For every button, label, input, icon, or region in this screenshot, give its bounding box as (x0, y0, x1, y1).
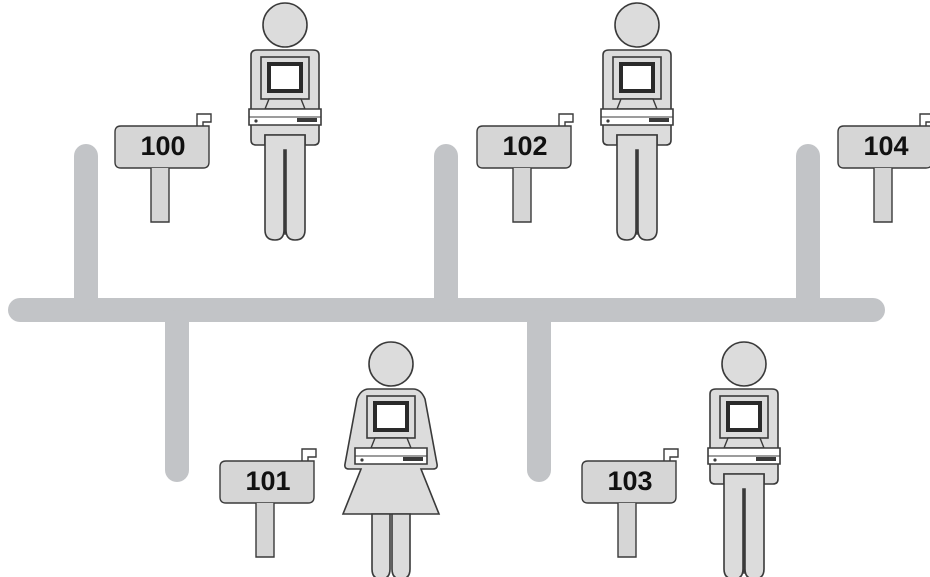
mailbox-number: 103 (607, 466, 652, 496)
bus-drop-103 (527, 310, 551, 482)
bus-drop-101 (165, 310, 189, 482)
mailbox-number: 100 (140, 131, 185, 161)
mailbox-number: 104 (863, 131, 908, 161)
bus-drop-104 (796, 144, 820, 310)
bus-drop-102 (434, 144, 458, 310)
person-with-computer-icon (343, 342, 439, 577)
person-with-computer-icon (708, 342, 780, 577)
mailbox-102: 102 (477, 114, 573, 222)
bus-drop-100 (74, 144, 98, 310)
person-with-computer-icon (249, 3, 321, 240)
mailbox-number: 101 (245, 466, 290, 496)
mailbox-101: 101 (220, 449, 316, 557)
mailbox-100: 100 (115, 114, 211, 222)
mailbox-103: 103 (582, 449, 678, 557)
mailbox-104: 104 (838, 114, 930, 222)
person-with-computer-icon (601, 3, 673, 240)
mailbox-number: 102 (502, 131, 547, 161)
